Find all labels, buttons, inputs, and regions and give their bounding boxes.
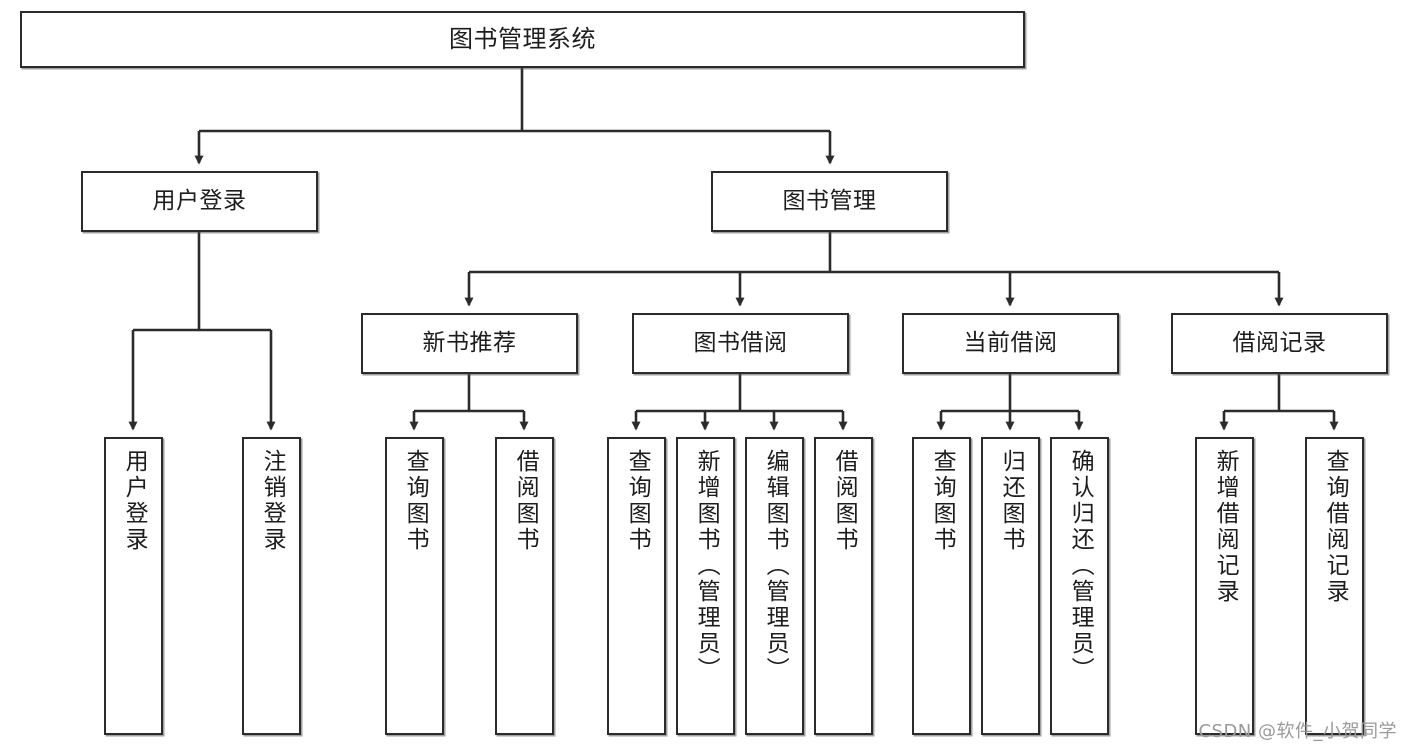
node-leaf-add-borrow-record[interactable]: 新增借阅记录 bbox=[1195, 437, 1254, 735]
node-leaf-query-borrow-record[interactable]: 查询借阅记录 bbox=[1305, 437, 1364, 735]
node-current-borrowing[interactable]: 当前借阅 bbox=[902, 313, 1119, 374]
node-borrowing-records-label: 借阅记录 bbox=[1232, 329, 1327, 356]
node-new-book-recommendation-label: 新书推荐 bbox=[422, 329, 517, 356]
node-leaf-query-book-current-label: 查询图书 bbox=[929, 449, 956, 553]
node-root-label: 图书管理系统 bbox=[449, 25, 596, 54]
node-leaf-query-book-current[interactable]: 查询图书 bbox=[912, 437, 971, 735]
node-leaf-borrow-book-recommend[interactable]: 借阅图书 bbox=[495, 437, 554, 735]
node-user-login[interactable]: 用户登录 bbox=[81, 171, 318, 232]
node-book-management[interactable]: 图书管理 bbox=[711, 171, 948, 232]
node-leaf-borrow-book-borrowing[interactable]: 借阅图书 bbox=[814, 437, 873, 735]
node-user-login-label: 用户登录 bbox=[152, 187, 247, 214]
node-book-borrowing[interactable]: 图书借阅 bbox=[632, 313, 849, 374]
node-leaf-return-book[interactable]: 归还图书 bbox=[981, 437, 1040, 735]
node-leaf-query-book-borrowing[interactable]: 查询图书 bbox=[607, 437, 666, 735]
node-leaf-borrow-book-borrowing-label: 借阅图书 bbox=[831, 449, 858, 553]
csdn-watermark: CSDN @软件_小贺同学 bbox=[1198, 721, 1397, 742]
node-current-borrowing-label: 当前借阅 bbox=[963, 329, 1058, 356]
node-leaf-user-login-label: 用户登录 bbox=[121, 449, 148, 553]
node-leaf-return-book-label: 归还图书 bbox=[998, 449, 1025, 553]
node-leaf-borrow-book-recommend-label: 借阅图书 bbox=[512, 449, 539, 553]
node-leaf-query-book-borrowing-label: 查询图书 bbox=[624, 449, 651, 553]
node-leaf-edit-book-admin-label: 编辑图书（管理员） bbox=[762, 449, 789, 683]
node-book-management-label: 图书管理 bbox=[782, 187, 877, 214]
node-book-borrowing-label: 图书借阅 bbox=[693, 329, 788, 356]
node-leaf-logout[interactable]: 注销登录 bbox=[242, 437, 301, 735]
node-leaf-add-book-admin[interactable]: 新增图书（管理员） bbox=[676, 437, 735, 735]
node-leaf-user-login[interactable]: 用户登录 bbox=[104, 437, 163, 735]
node-borrowing-records[interactable]: 借阅记录 bbox=[1171, 313, 1388, 374]
node-leaf-query-book-recommend-label: 查询图书 bbox=[402, 449, 429, 553]
node-leaf-query-borrow-record-label: 查询借阅记录 bbox=[1322, 449, 1349, 605]
node-leaf-add-borrow-record-label: 新增借阅记录 bbox=[1212, 449, 1239, 605]
node-leaf-confirm-return-admin[interactable]: 确认归还（管理员） bbox=[1050, 437, 1109, 735]
node-leaf-add-book-admin-label: 新增图书（管理员） bbox=[693, 449, 720, 683]
node-leaf-query-book-recommend[interactable]: 查询图书 bbox=[385, 437, 444, 735]
node-new-book-recommendation[interactable]: 新书推荐 bbox=[361, 313, 578, 374]
node-leaf-confirm-return-admin-label: 确认归还（管理员） bbox=[1067, 449, 1094, 683]
node-root[interactable]: 图书管理系统 bbox=[20, 11, 1025, 68]
node-leaf-edit-book-admin[interactable]: 编辑图书（管理员） bbox=[745, 437, 804, 735]
node-leaf-logout-label: 注销登录 bbox=[259, 449, 286, 553]
